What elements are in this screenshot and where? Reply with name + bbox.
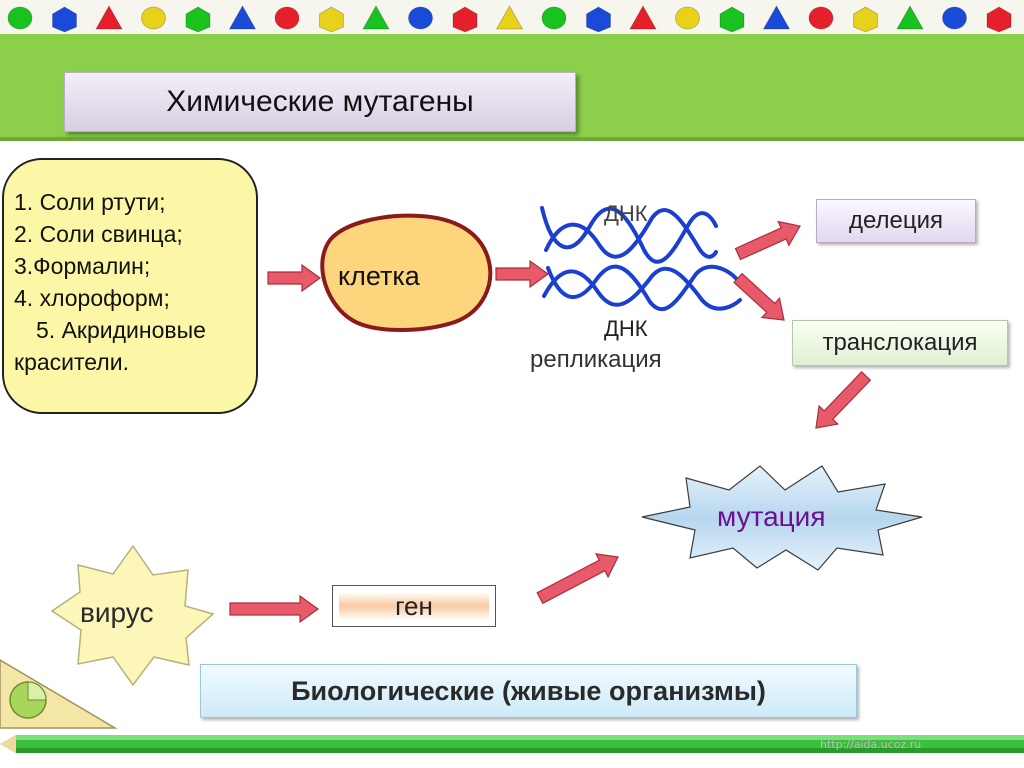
gene-label: ген: [339, 591, 489, 621]
translocation-box: транслокация: [792, 320, 1008, 366]
arrows-group: [229, 220, 872, 624]
decorative-shape-icon: [228, 5, 257, 30]
cell-label: клетка: [338, 261, 420, 291]
dna-helix-icon: [540, 206, 742, 311]
decorative-shape-icon: [853, 6, 878, 33]
virus-label: вирус: [80, 597, 154, 628]
decorative-shape-icon: [52, 6, 77, 33]
arrow-gene-to-mutation-icon: [536, 553, 619, 605]
list-item: 1. Соли ртути;: [14, 189, 166, 215]
decorative-shape-icon: [719, 6, 745, 33]
gene-box: ген: [332, 585, 496, 627]
bottom-pencil-bar: [0, 735, 1024, 753]
arrow-to-mutation-icon: [815, 370, 872, 429]
list-item: 4. хлороформ;: [14, 285, 170, 311]
arrow-to-cell-icon: [267, 263, 322, 293]
dna-bottom-label: ДНК: [604, 316, 648, 341]
decorative-shape-icon: [541, 6, 567, 30]
decorative-shape-icon: [7, 6, 33, 30]
decorative-shape-icon: [808, 6, 834, 30]
decorative-shape-icon: [408, 6, 433, 30]
deletion-box: делеция: [816, 199, 976, 243]
decorative-shape-icon: [495, 5, 524, 30]
decorative-shape-icon: [942, 6, 967, 30]
virus-star-icon: [50, 544, 215, 687]
decorative-shapes-strip: [0, 0, 1024, 40]
decorative-shape-icon: [362, 5, 390, 30]
arrow-to-gene-icon: [229, 594, 320, 624]
watermark-text: http://aida.ucoz.ru: [820, 738, 922, 751]
mutation-label: мутация: [717, 501, 826, 532]
mutation-burst-icon: [641, 465, 923, 571]
protractor-icon: [0, 659, 118, 729]
list-item: красители.: [14, 349, 129, 375]
arrow-to-translocation-icon: [733, 272, 785, 321]
page-title: Химические мутагены: [64, 72, 576, 132]
decorative-shape-icon: [986, 6, 1012, 33]
dna-top-label: ДНК: [604, 201, 648, 226]
cell-shape: [320, 213, 493, 332]
decorative-shape-icon: [185, 6, 211, 33]
arrow-to-dna-icon: [495, 259, 550, 289]
decorative-shape-icon: [629, 5, 657, 30]
biological-mutagens-box: Биологические (живые организмы): [200, 664, 857, 718]
header-band-border: [0, 137, 1024, 141]
arrow-to-deletion-icon: [734, 220, 801, 261]
decorative-shape-icon: [896, 5, 924, 30]
decorative-shape-icon: [95, 5, 123, 30]
decorative-shape-icon: [319, 6, 344, 33]
list-item: 5. Акридиновые: [36, 317, 206, 343]
list-item: 2. Соли свинца;: [14, 221, 183, 247]
decorative-shape-icon: [762, 5, 791, 30]
mutagens-list: 1. Соли ртути; 2. Соли свинца; 3.Формали…: [2, 158, 258, 414]
decorative-shape-icon: [274, 6, 300, 30]
replication-label: репликация: [530, 346, 662, 373]
decorative-shape-icon: [452, 6, 478, 33]
decorative-shape-icon: [675, 6, 700, 30]
list-item: 3.Формалин;: [14, 253, 151, 279]
decorative-shape-icon: [141, 6, 166, 30]
decorative-shape-icon: [586, 6, 611, 33]
